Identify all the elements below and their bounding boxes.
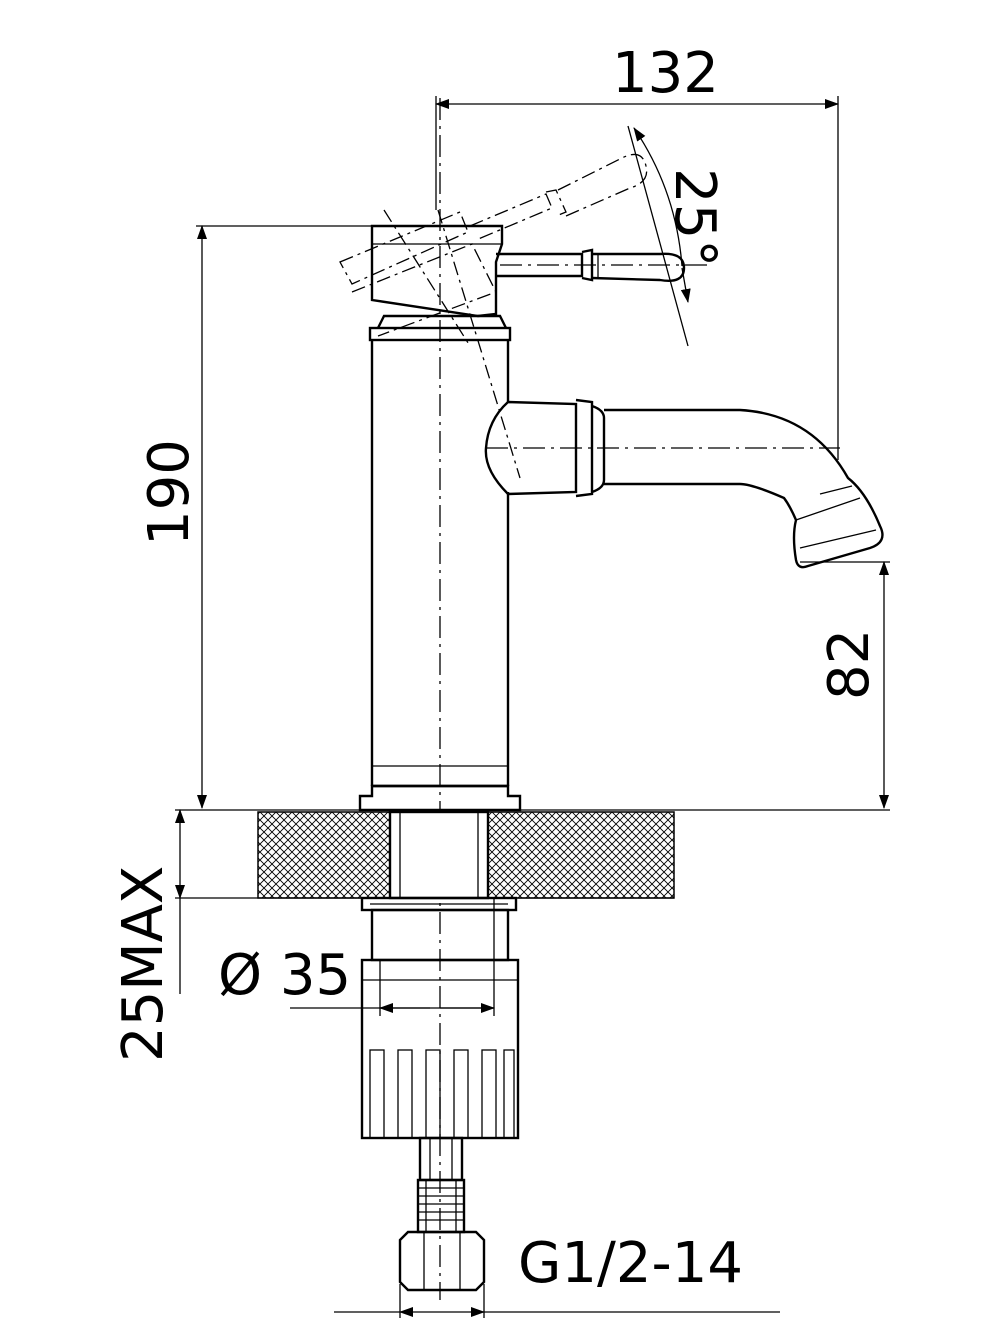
dim-connection-thread: G1/2-14 [518, 1231, 743, 1296]
dim-total-height: 190 [137, 439, 202, 546]
dim-spout-reach: 132 [612, 41, 719, 106]
lever-ghost-position [339, 153, 648, 479]
dim-spout-height: 82 [817, 629, 882, 700]
countertop [175, 809, 890, 899]
mounting-parts [360, 810, 520, 1292]
dimension-lines [175, 96, 890, 1318]
dimension-labels: 132 25° 190 82 25MAX Ø 35 G1/2-14 [111, 41, 882, 1296]
dim-hole-diameter: Ø 35 [218, 943, 351, 1008]
dim-max-thickness: 25MAX [111, 866, 176, 1062]
dim-lever-angle: 25° [662, 168, 727, 267]
